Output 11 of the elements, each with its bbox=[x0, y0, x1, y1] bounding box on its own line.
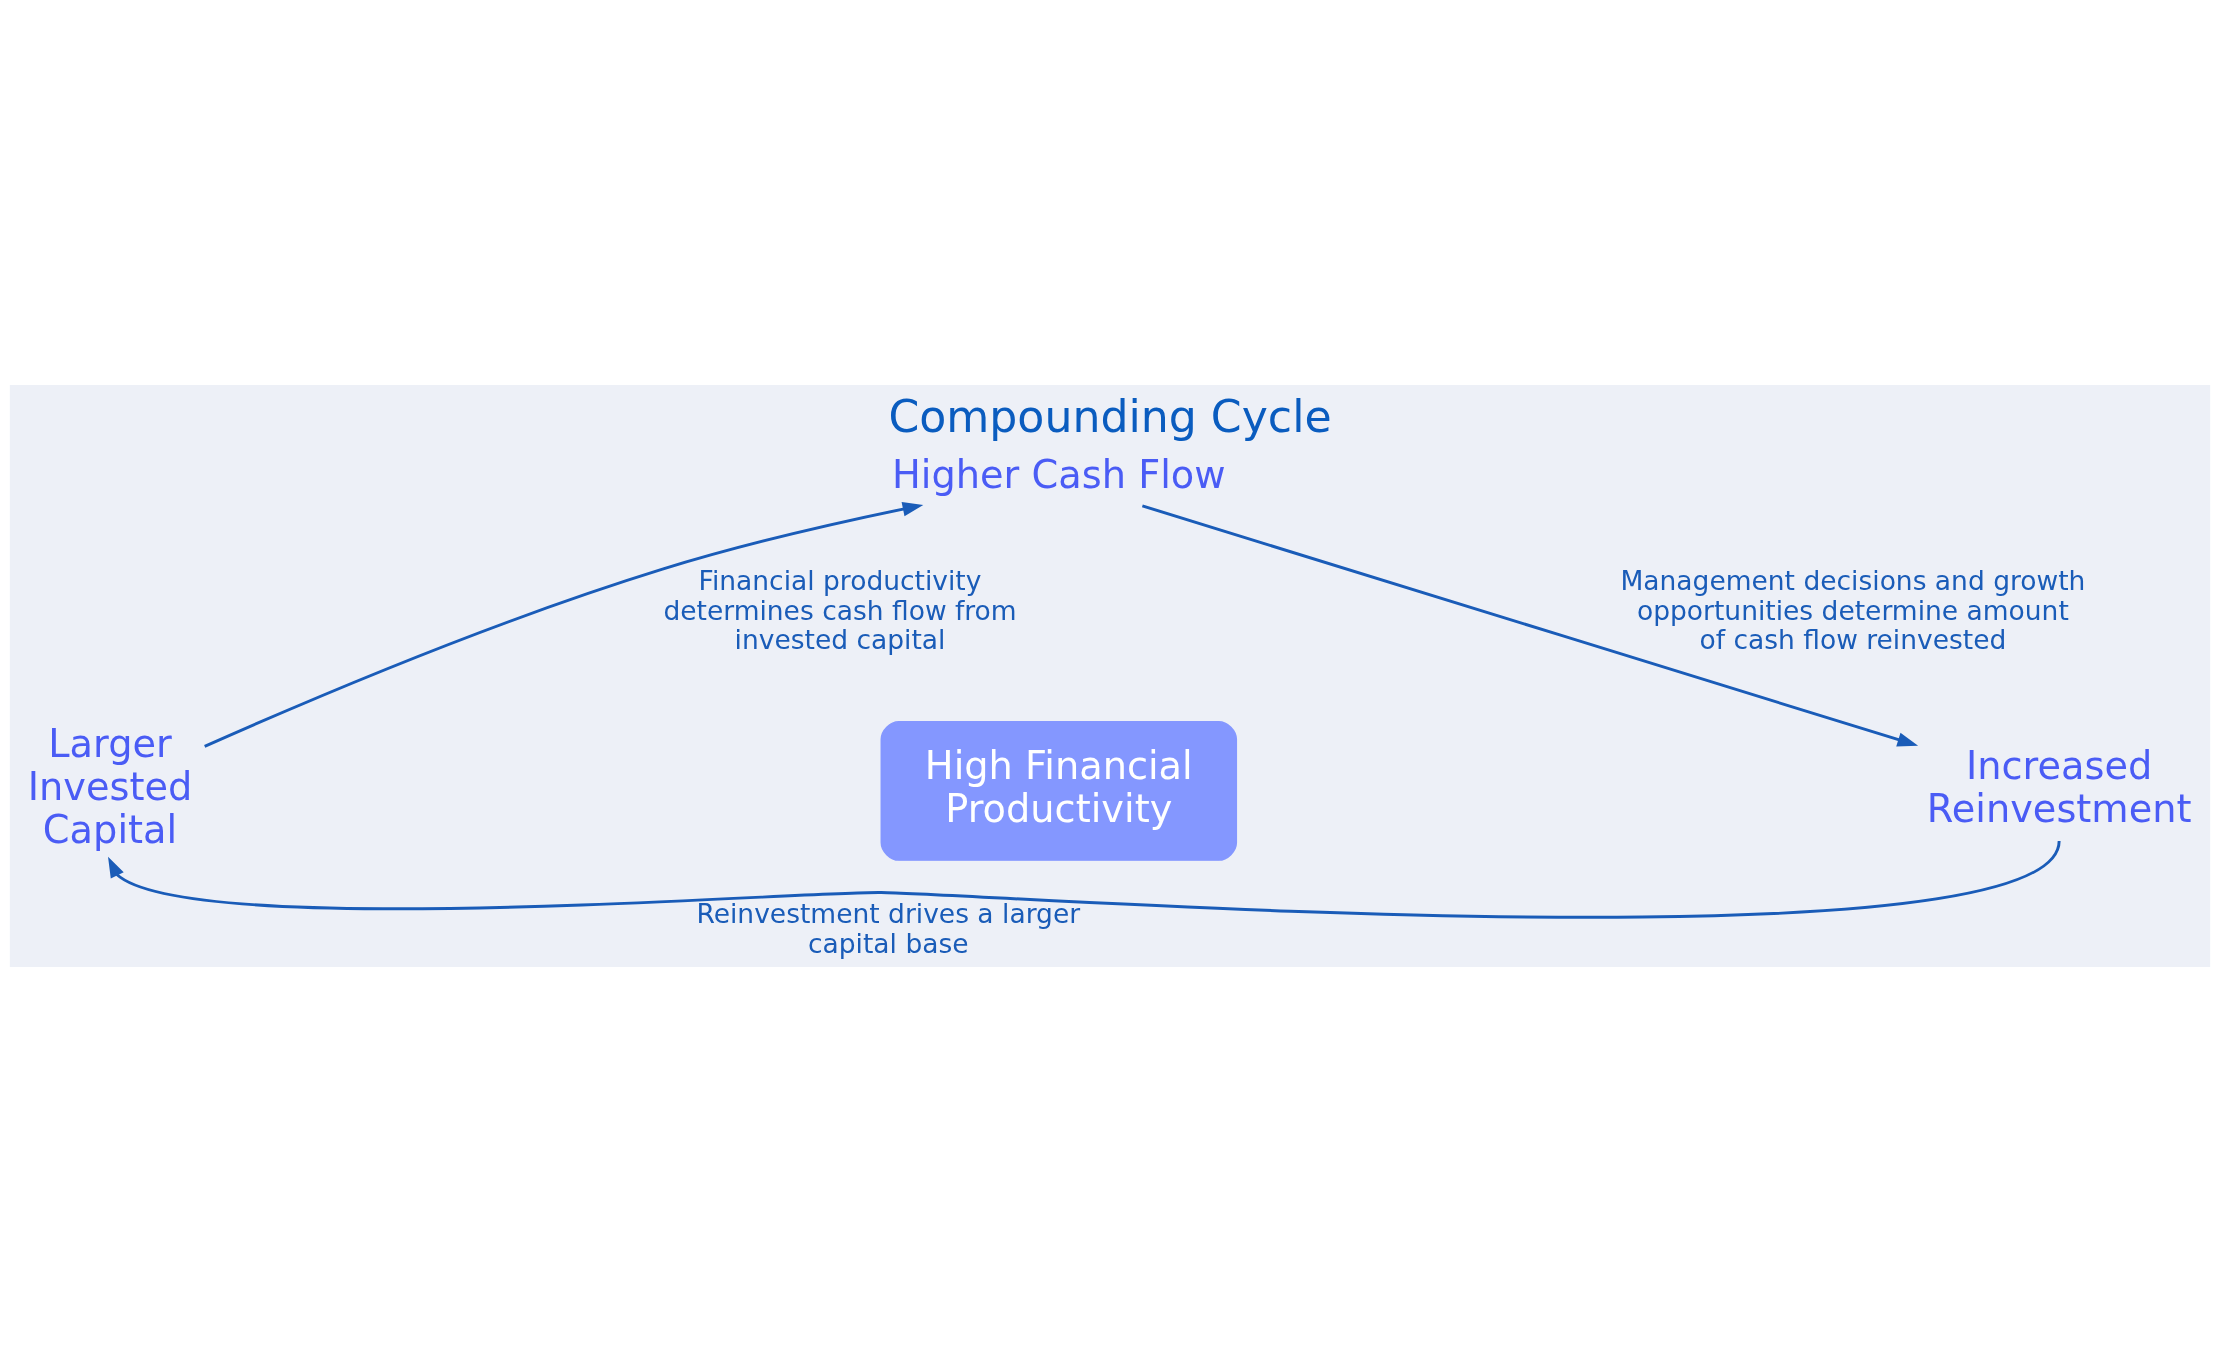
node-text: Larger Invested Capital bbox=[27, 720, 193, 852]
node-box: High Financial Productivity bbox=[880, 720, 1238, 861]
arrow bbox=[108, 839, 2061, 918]
node-text: Higher Cash Flow bbox=[892, 451, 1226, 497]
edge-label: Reinvestment drives a larger capital base bbox=[696, 897, 1081, 959]
diagram-title: Compounding Cycle bbox=[888, 390, 1332, 442]
node-text: Increased Reinvestment bbox=[1926, 742, 2192, 831]
arrow bbox=[204, 501, 924, 748]
edge-label: Financial productivity determines cash flow from invested capital bbox=[663, 564, 1017, 655]
edge-label: Management decisions and growth opportunities determine amount of cash flow reinvested bbox=[1620, 564, 2086, 655]
arrow bbox=[1141, 503, 1919, 747]
